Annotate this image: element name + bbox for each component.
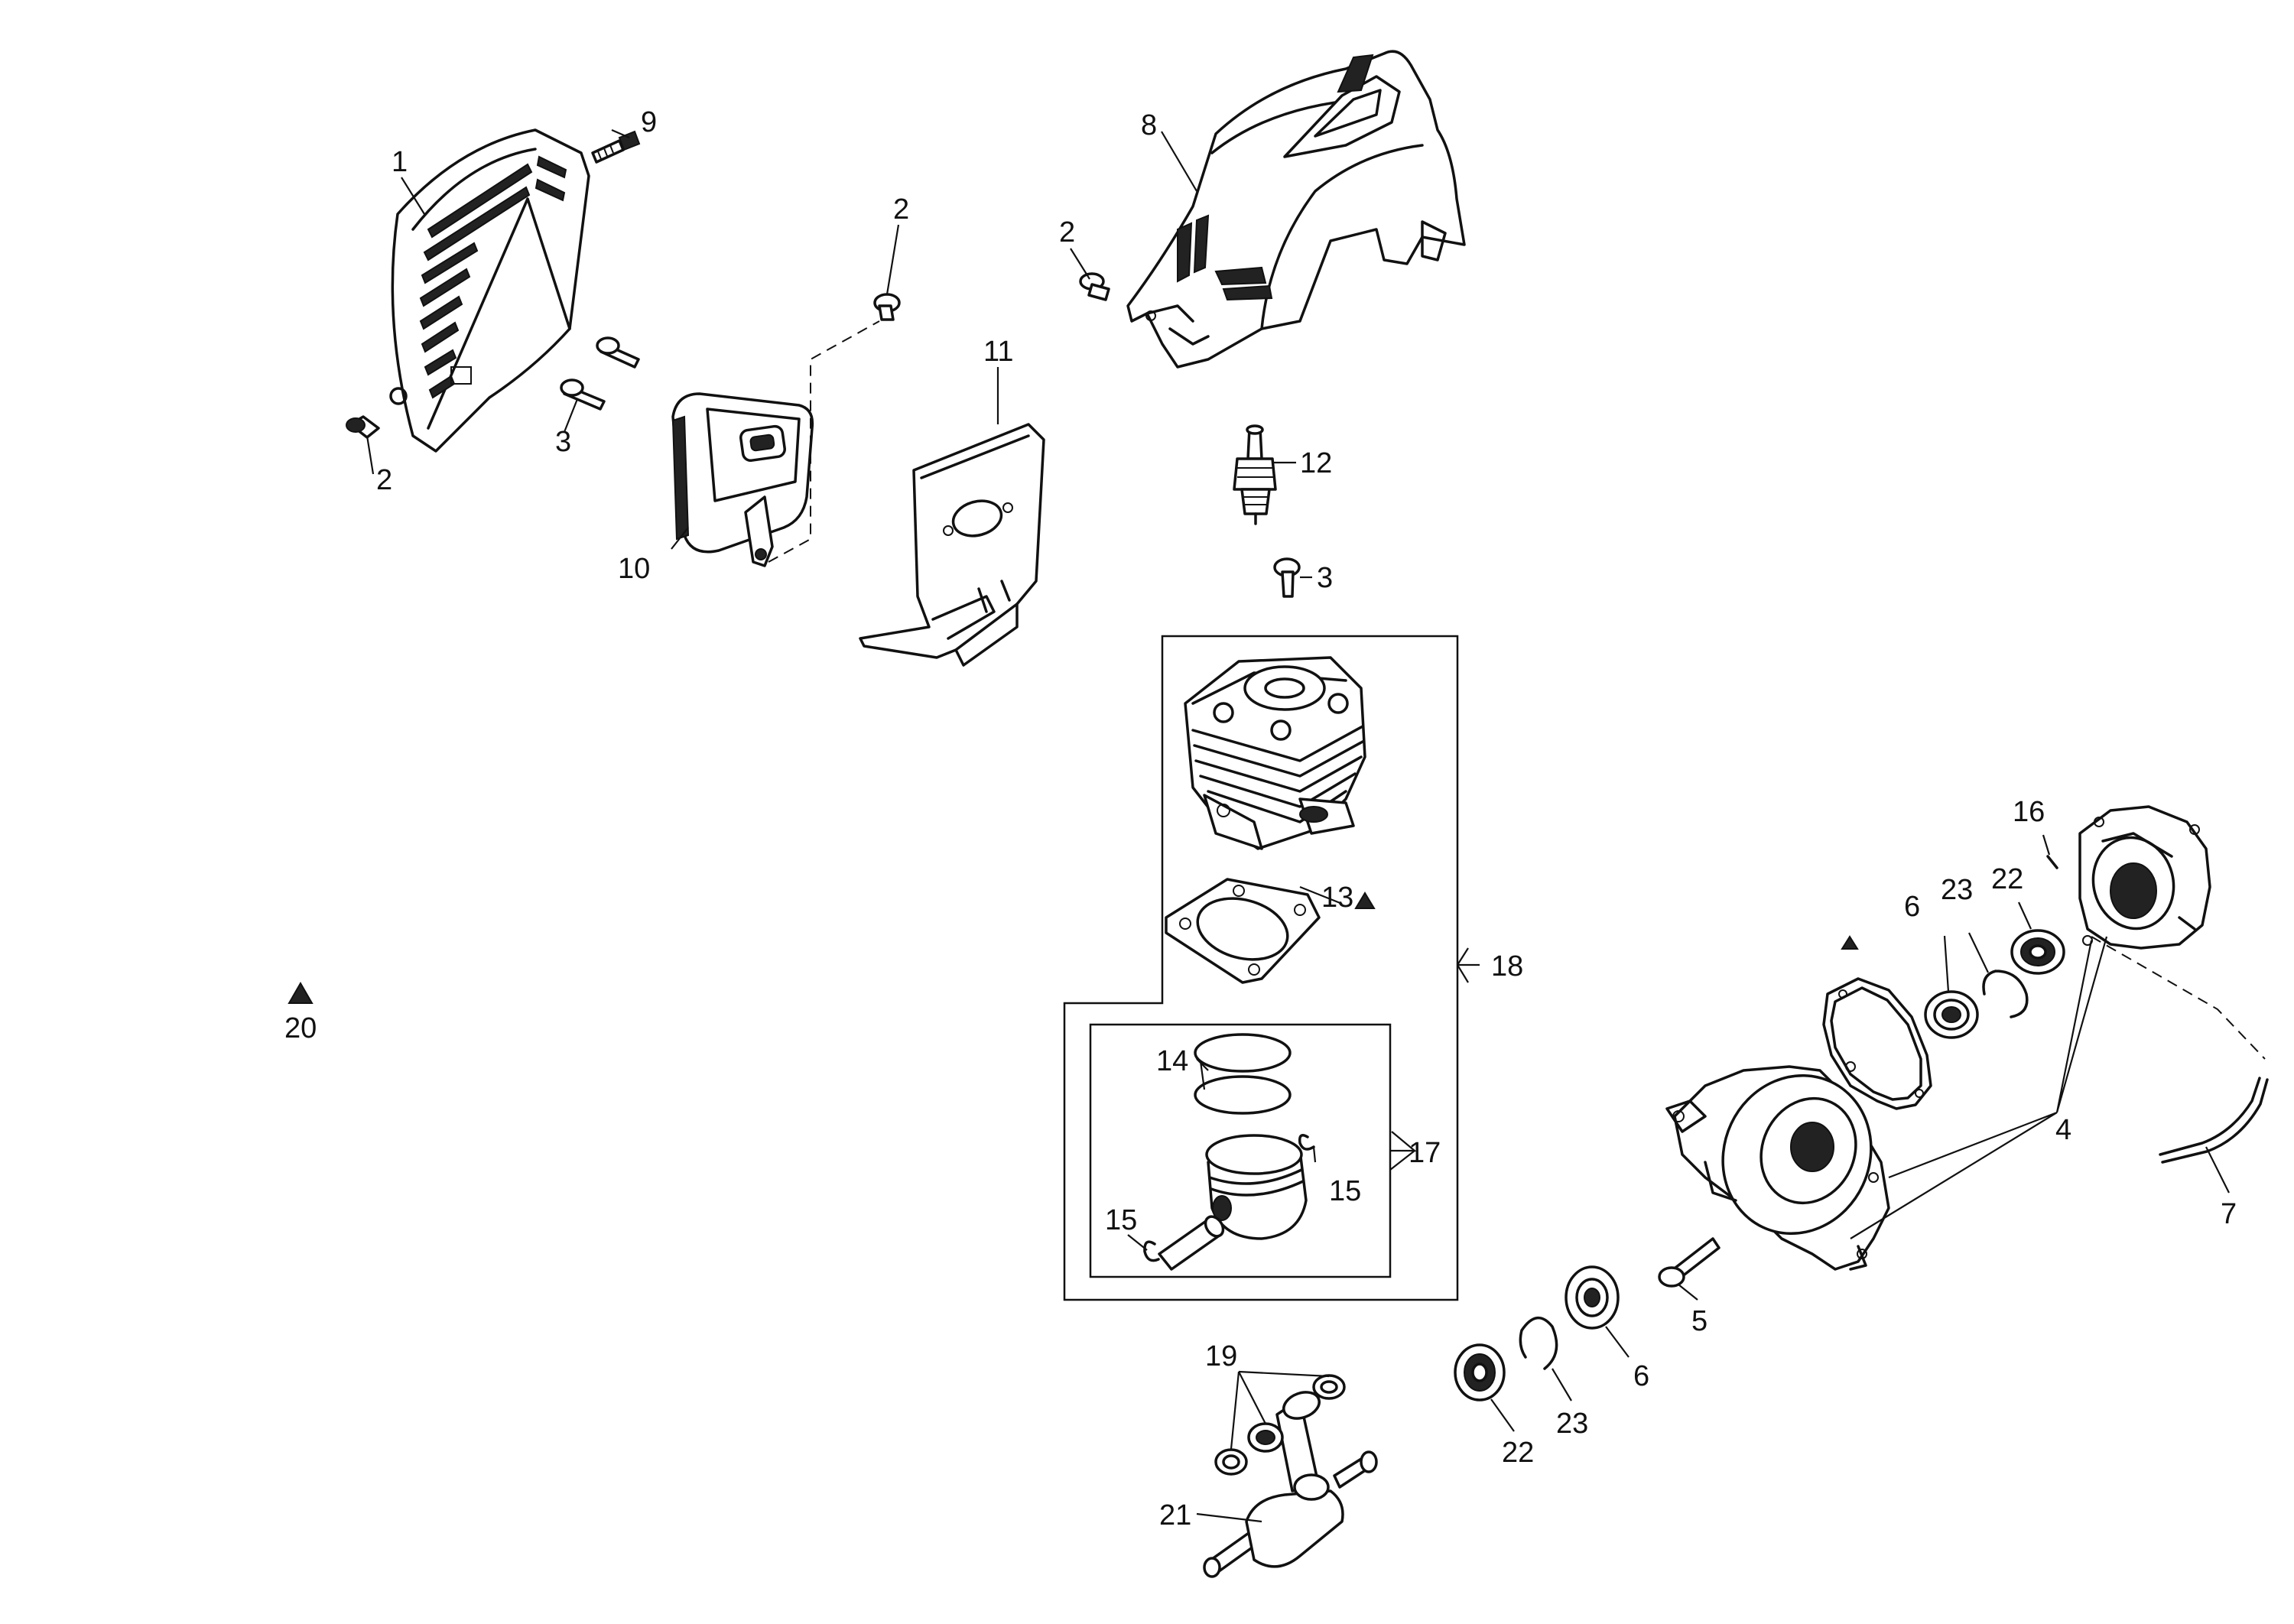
bearing-6-upper [1924, 990, 1979, 1039]
callout-15: 15 [1329, 1175, 1361, 1207]
callout-11: 11 [983, 336, 1013, 368]
part-8-top-cover [1126, 50, 1466, 369]
part-7-hose [2159, 1077, 2269, 1164]
callout-2: 2 [893, 193, 909, 226]
callout-6: 6 [1633, 1360, 1649, 1392]
bearing-6-lower [1565, 1265, 1620, 1330]
callout-23: 23 [1556, 1408, 1588, 1440]
callout-5: 5 [1691, 1305, 1708, 1337]
warning-triangle-icon-gasket [1841, 935, 1859, 950]
cylinder [1184, 656, 1366, 850]
callout-labels: 1 9 2 2 3 10 11 8 2 12 3 13 18 14 17 15 … [284, 106, 2237, 1531]
part-5-screw [1658, 1237, 1720, 1288]
callout-19: 19 [1205, 1340, 1237, 1372]
callout-1: 1 [392, 146, 408, 178]
part-10-dashed-guide [768, 320, 880, 563]
part-11-heat-shield [859, 423, 1045, 667]
callout-21: 21 [1159, 1499, 1191, 1531]
crankcase-gasket [1822, 977, 1932, 1110]
crankcase-half-rear [2078, 805, 2211, 950]
callout-22: 22 [1991, 863, 2023, 895]
part-1-fan-cover [389, 128, 590, 453]
callout-17: 17 [1409, 1137, 1441, 1169]
part-13-cylinder-gasket [1165, 878, 1321, 984]
part-21-crankshaft [1203, 1391, 1378, 1578]
part-7-dashed-guide [2091, 936, 2266, 1060]
part-9-screw [591, 130, 641, 164]
part-19-bearings [1214, 1374, 1346, 1476]
part-3-screw-lower [1273, 557, 1301, 598]
callout-23: 23 [1941, 874, 1973, 906]
callout-9: 9 [641, 106, 657, 138]
callout-6: 6 [1904, 891, 1920, 923]
circlip-23-upper [1982, 970, 2029, 1018]
part-14-piston-rings [1194, 1033, 1292, 1115]
callout-7: 7 [2221, 1198, 2237, 1230]
callout-13: 13 [1321, 882, 1353, 914]
callout-16: 16 [2013, 796, 2045, 828]
leader-lines [366, 128, 2230, 1523]
part-3-screws [560, 336, 640, 411]
seal-22-upper [2010, 929, 2065, 975]
warning-triangle-icon-20 [288, 981, 314, 1004]
part-2-screw-left [346, 415, 380, 439]
callout-2: 2 [376, 464, 392, 496]
crankcase-half-front [1665, 1061, 1890, 1271]
callout-22: 22 [1502, 1437, 1534, 1469]
part-2-screw-middle [873, 293, 901, 321]
part-16-pin [2046, 855, 2058, 869]
part-10-muffler [671, 392, 814, 567]
callout-3: 3 [1317, 562, 1333, 594]
piston-pin [1158, 1215, 1225, 1271]
callout-8: 8 [1141, 109, 1157, 141]
piston [1205, 1134, 1308, 1240]
callout-20: 20 [284, 1012, 317, 1044]
callout-3: 3 [555, 426, 571, 458]
callout-18: 18 [1491, 950, 1523, 983]
part-12-spark-plug [1233, 424, 1277, 525]
callout-2: 2 [1059, 216, 1075, 248]
callout-12: 12 [1300, 447, 1332, 479]
kit-18-outline [1063, 635, 1459, 1301]
callout-10: 10 [618, 553, 650, 585]
part-15-circlips [1143, 1134, 1315, 1262]
warning-triangle-icon-13 [1354, 892, 1376, 909]
seal-22-lower [1454, 1343, 1506, 1402]
callout-4: 4 [2055, 1114, 2071, 1146]
callout-14: 14 [1156, 1045, 1188, 1077]
circlip-23-lower [1519, 1317, 1558, 1370]
part-2-screw-top [1079, 272, 1110, 301]
callout-15: 15 [1105, 1204, 1137, 1236]
